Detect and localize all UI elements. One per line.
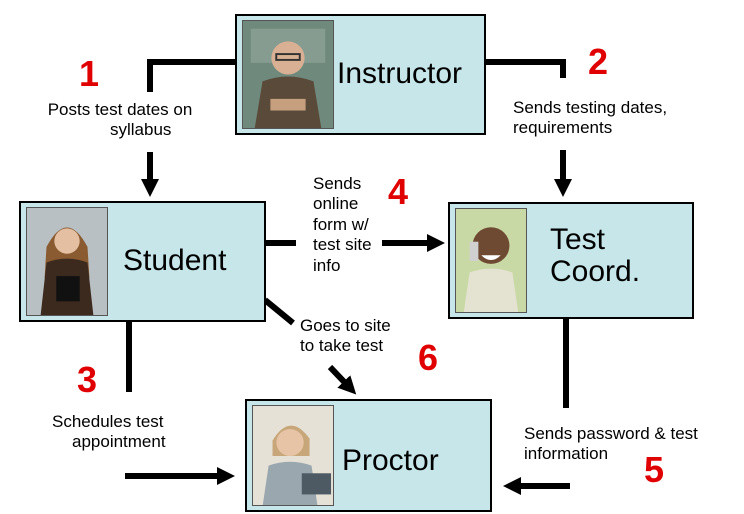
proctor-label: Proctor — [342, 444, 439, 477]
step-2-note-line2: requirements — [513, 118, 613, 138]
step-4-note: Sends online form w/ test site info — [313, 174, 372, 276]
test-coord-box: Test Coord. — [448, 202, 694, 319]
step-3-note-line1: Schedules test — [52, 412, 164, 431]
step-number-5: 5 — [644, 449, 665, 490]
student-photo — [26, 207, 108, 316]
arrow-instructor-to-student — [147, 59, 236, 92]
step-number-1: 1 — [79, 53, 100, 94]
instructor-label: Instructor — [337, 57, 463, 90]
step-3-note: Schedules test appointment — [52, 412, 166, 453]
step-1-note-line1: Posts test dates on — [47, 100, 193, 119]
step-4-note-line3: form w/ — [313, 214, 369, 234]
step-2-note: Sends testing dates, requirements — [513, 98, 667, 139]
student-box: Student — [19, 201, 266, 322]
step-1-note: Posts test dates on syllabus — [10, 100, 230, 141]
step-number-6: 6 — [418, 337, 439, 378]
proctor-photo — [252, 405, 334, 506]
instructor-photo — [242, 20, 334, 129]
step-6-note-line1: Goes to site — [300, 316, 391, 335]
step-5-note-line2: information — [524, 444, 609, 464]
proctor-box: Proctor — [245, 399, 492, 512]
step-2-note-line1: Sends testing dates, — [513, 98, 668, 117]
step-1-note-line2: syllabus — [110, 120, 172, 140]
step-4-note-line4: test site — [313, 235, 372, 255]
step-6-note-line2: to take test — [300, 336, 384, 356]
step-5-note: Sends password & test information — [524, 424, 698, 465]
step-number-4: 4 — [388, 171, 409, 212]
step-3-note-line2: appointment — [72, 432, 166, 452]
step-4-note-line5: info — [313, 255, 341, 275]
instructor-box: Instructor — [235, 14, 486, 135]
arrow-student-to-site — [263, 297, 295, 326]
step-5-note-line1: Sends password & test — [524, 424, 698, 443]
arrow-site-to-proctor — [327, 364, 357, 395]
test-coord-label-line1: Test — [550, 223, 606, 256]
test-coord-label: Test Coord. — [550, 224, 640, 287]
test-coord-photo — [455, 208, 527, 313]
arrow-instructor-to-coord — [485, 59, 566, 78]
step-number-3: 3 — [77, 359, 98, 400]
test-coord-label-line2: Coord. — [550, 254, 641, 288]
step-6-note: Goes to site to take test — [300, 316, 391, 357]
step-number-2: 2 — [588, 41, 609, 82]
step-4-note-line1: Sends — [313, 174, 362, 193]
step-4-note-line2: online — [313, 194, 359, 214]
student-label: Student — [123, 244, 227, 277]
